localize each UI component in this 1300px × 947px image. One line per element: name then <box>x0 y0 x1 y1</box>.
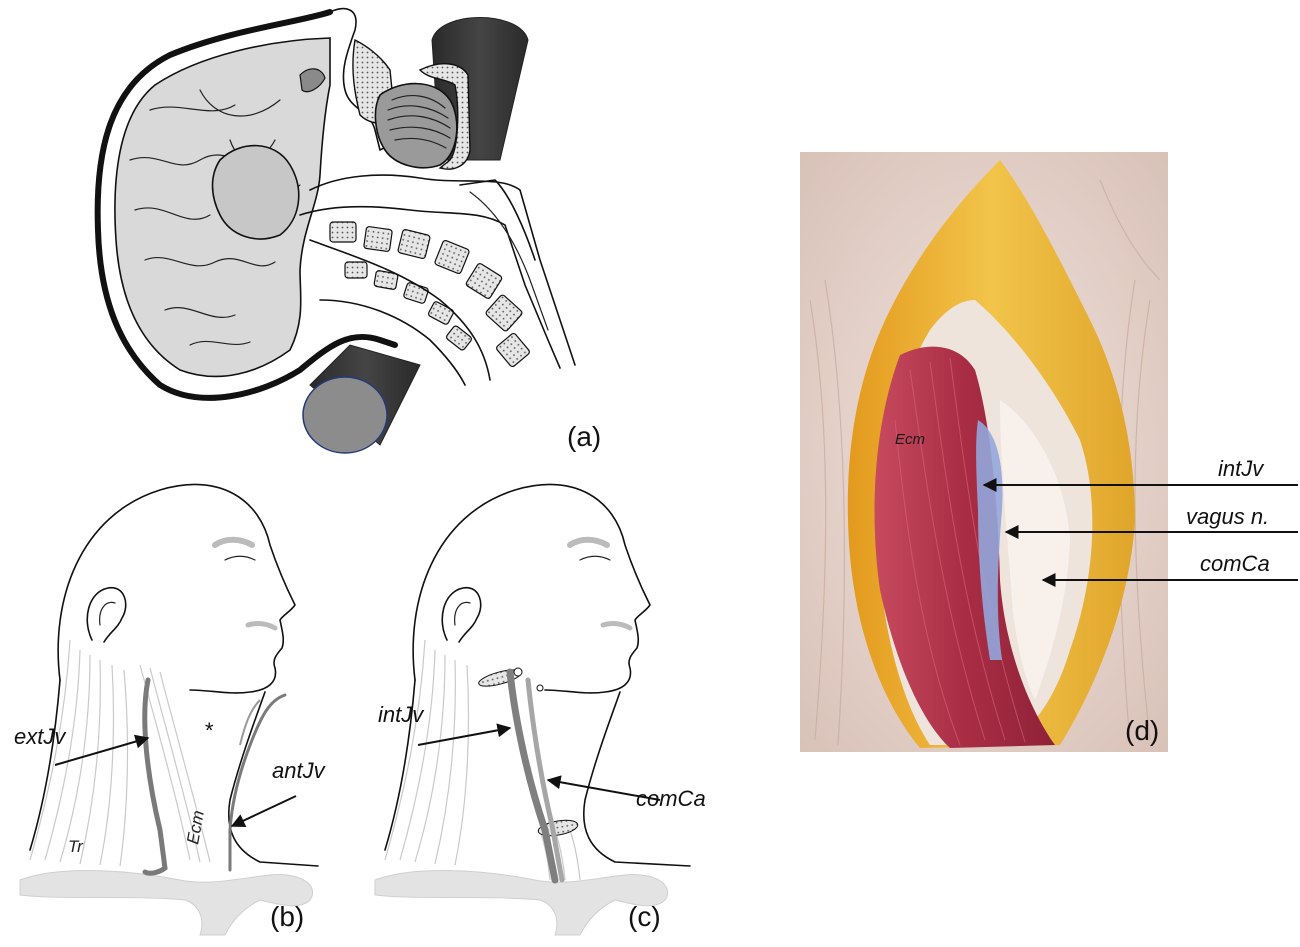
vertebrae <box>329 221 530 368</box>
star-label-b: * <box>204 718 214 743</box>
vessel-end-2 <box>536 684 544 692</box>
extjv-arrow <box>54 734 150 766</box>
eye-b <box>224 555 256 561</box>
intjv-label-d: intJv <box>1218 456 1265 481</box>
ear-inner-b <box>99 601 116 626</box>
eyebrow-c <box>567 536 610 548</box>
extjv-label: extJv <box>14 724 67 749</box>
neck-back-c <box>384 679 416 851</box>
neck-muscles-b <box>29 639 211 867</box>
ear-inner-c <box>454 601 471 626</box>
neck-back-b <box>29 679 61 851</box>
intjv-label-c: intJv <box>378 702 425 727</box>
head-outline-b <box>57 483 296 694</box>
head-outline-c <box>412 483 651 694</box>
antjv-arrow <box>230 795 297 827</box>
tongue <box>374 82 458 169</box>
sternocleidomastoid-muscle <box>874 346 1055 748</box>
panel-c-label: (c) <box>628 901 661 932</box>
anterior-jugular-branch <box>239 699 261 746</box>
muscle-fibers <box>894 357 1026 746</box>
panel-d: Ecm (d) <box>800 152 1168 752</box>
vessel-end-1 <box>513 667 523 677</box>
external-jugular-vein <box>142 677 168 876</box>
internal-jugular-vein <box>506 668 559 884</box>
spinal-canal <box>309 239 491 381</box>
cerebellum <box>211 144 300 240</box>
trachea <box>459 179 536 261</box>
lips-b <box>245 621 278 631</box>
eye-c <box>579 555 611 561</box>
pharynx <box>309 174 576 366</box>
lips-c <box>600 621 633 631</box>
anterior-jugular-vein <box>228 693 287 872</box>
shoulder-c <box>374 870 668 936</box>
ear-c <box>441 587 482 643</box>
common-carotid-tissue <box>1000 400 1070 700</box>
eyebrow-b <box>212 536 255 548</box>
panel-a: (a) <box>94 7 601 454</box>
spinal-canal-back <box>319 299 466 386</box>
panel-c: intJv comCa (c) <box>374 483 706 936</box>
cylinder-bottom <box>302 344 421 454</box>
ecm-label-d: Ecm <box>895 431 925 448</box>
panel-a-label: (a) <box>567 421 601 452</box>
mandible <box>418 63 471 170</box>
ear-b <box>86 587 127 643</box>
common-carotid-artery <box>525 677 565 883</box>
shoulder-b <box>19 870 313 936</box>
comca-label-c: comCa <box>636 786 706 811</box>
comca-arrow <box>546 775 661 801</box>
neck-front-c <box>583 691 691 867</box>
panel-b: extJv antJv Ecm Tr * (b) <box>14 483 327 936</box>
tr-label-b: Tr <box>68 837 84 856</box>
vagus-label-d: vagus n. <box>1186 504 1269 529</box>
tongue-striations <box>387 94 451 149</box>
orbit <box>299 68 326 93</box>
neck-front-b <box>228 691 319 867</box>
trachea-line <box>469 191 549 331</box>
antjv-label: antJv <box>272 758 327 783</box>
comca-label-d: comCa <box>1200 551 1270 576</box>
panel-b-label: (b) <box>270 901 304 932</box>
panel-d-label: (d) <box>1125 715 1159 746</box>
intjv-arrow <box>417 723 512 746</box>
